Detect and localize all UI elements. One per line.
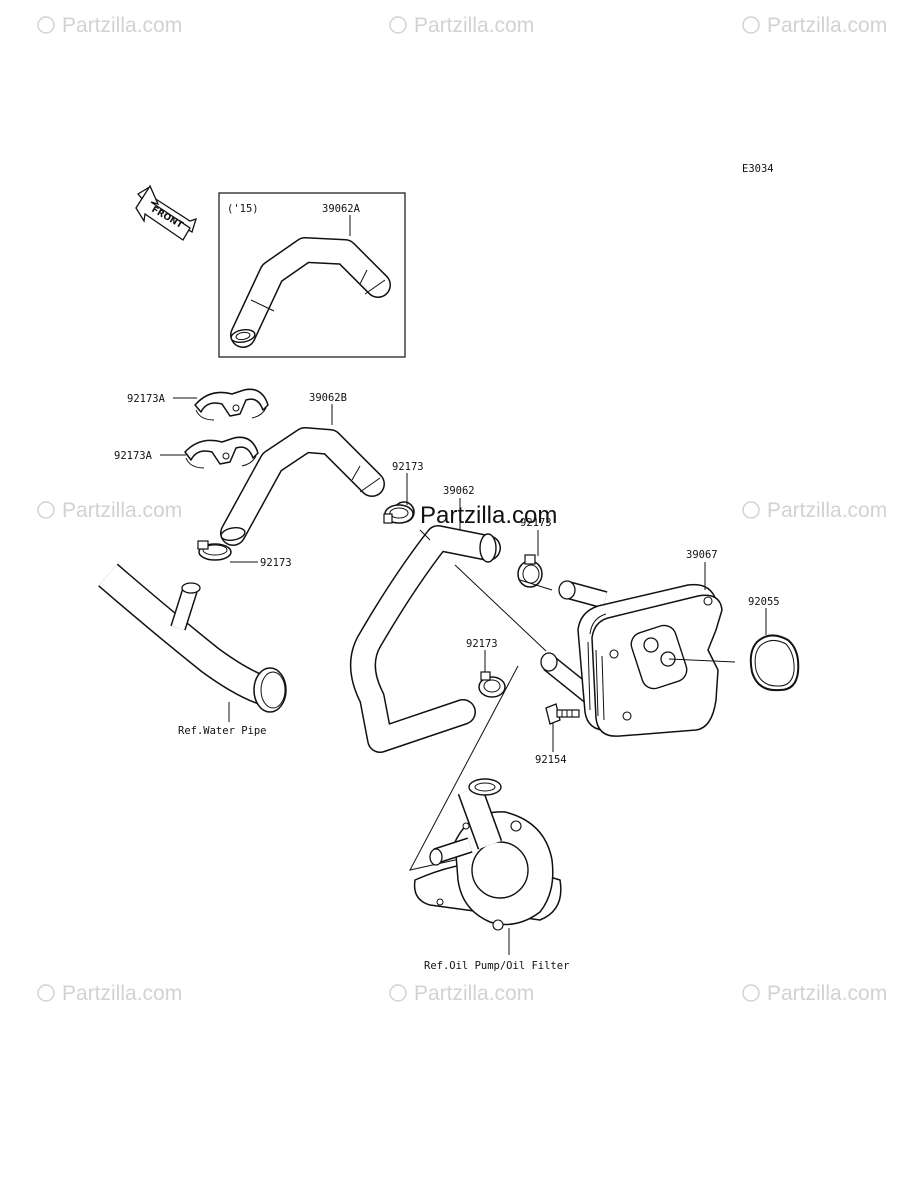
gasket-92055: 92055 [748, 596, 800, 692]
watermark-text: Partzilla.com [62, 499, 182, 522]
watermark-text: Partzilla.com [62, 982, 182, 1005]
watermark-top-center: Partzilla.com [389, 14, 534, 37]
callout-39062: 39062 [443, 485, 475, 497]
watermark-bottom-right: Partzilla.com [742, 982, 887, 1005]
hose-39062b: 39062B [220, 392, 385, 546]
watermark-bottom-left: Partzilla.com [37, 982, 182, 1005]
callout-92154: 92154 [535, 754, 567, 766]
water-pipe-ref: Ref.Water Pipe [98, 563, 287, 737]
callout-92173-left: 92173 [260, 557, 292, 569]
hose-39062a [230, 237, 391, 348]
clamp-92173a-upper: 92173A [127, 388, 269, 421]
inset-part-label: 39062A [322, 203, 361, 215]
diagram-code: E3034 [742, 163, 774, 175]
callout-92173-right: 92173 [520, 517, 552, 529]
clamp-92173a-lower: 92173A [114, 436, 259, 469]
hose-39062: 39062 [350, 485, 547, 753]
clamp-92173-mid-top: 92173 [383, 461, 424, 524]
watermark-bottom-center: Partzilla.com [389, 982, 534, 1005]
watermark-top-right: Partzilla.com [742, 14, 887, 37]
callout-39062b: 39062B [309, 392, 347, 404]
clamp-92173-left: 92173 [197, 540, 292, 569]
callout-92173a-lower: 92173A [114, 450, 153, 462]
callout-92173-mid-top: 92173 [392, 461, 424, 473]
front-arrow-icon: FRONT [135, 184, 197, 241]
callout-92173-bottom: 92173 [466, 638, 498, 650]
watermark-text: Partzilla.com [767, 499, 887, 522]
watermark-top-left: Partzilla.com [37, 14, 182, 37]
watermark-mid-right: Partzilla.com [742, 499, 887, 522]
watermark-mid-left: Partzilla.com [37, 499, 182, 522]
oil-cooler-39067: 39067 [540, 549, 736, 737]
inset-box: ('15) 39062A [218, 192, 406, 358]
callout-39067: 39067 [686, 549, 718, 561]
clamp-92173-right: 92173 [517, 517, 553, 591]
callout-92055: 92055 [748, 596, 780, 608]
watermark-text: Partzilla.com [62, 14, 182, 37]
ref-oil-pump-label: Ref.Oil Pump/Oil Filter [424, 960, 569, 972]
watermark-text: Partzilla.com [414, 982, 534, 1005]
callout-92173a-upper: 92173A [127, 393, 166, 405]
watermark-text-main: Partzilla.com [420, 502, 557, 529]
watermark-text: Partzilla.com [414, 14, 534, 37]
bolt-92154: 92154 [535, 703, 580, 766]
watermark-group: Partzilla.com Partzilla.com Partzilla.co… [37, 14, 887, 1005]
oil-pump-ref: Ref.Oil Pump/Oil Filter [409, 665, 569, 972]
ref-water-pipe-label: Ref.Water Pipe [178, 725, 267, 737]
clamp-92173-bottom: 92173 [466, 638, 506, 698]
watermark-text: Partzilla.com [767, 14, 887, 37]
inset-year-note: ('15) [227, 203, 259, 215]
watermark-text: Partzilla.com [767, 982, 887, 1005]
